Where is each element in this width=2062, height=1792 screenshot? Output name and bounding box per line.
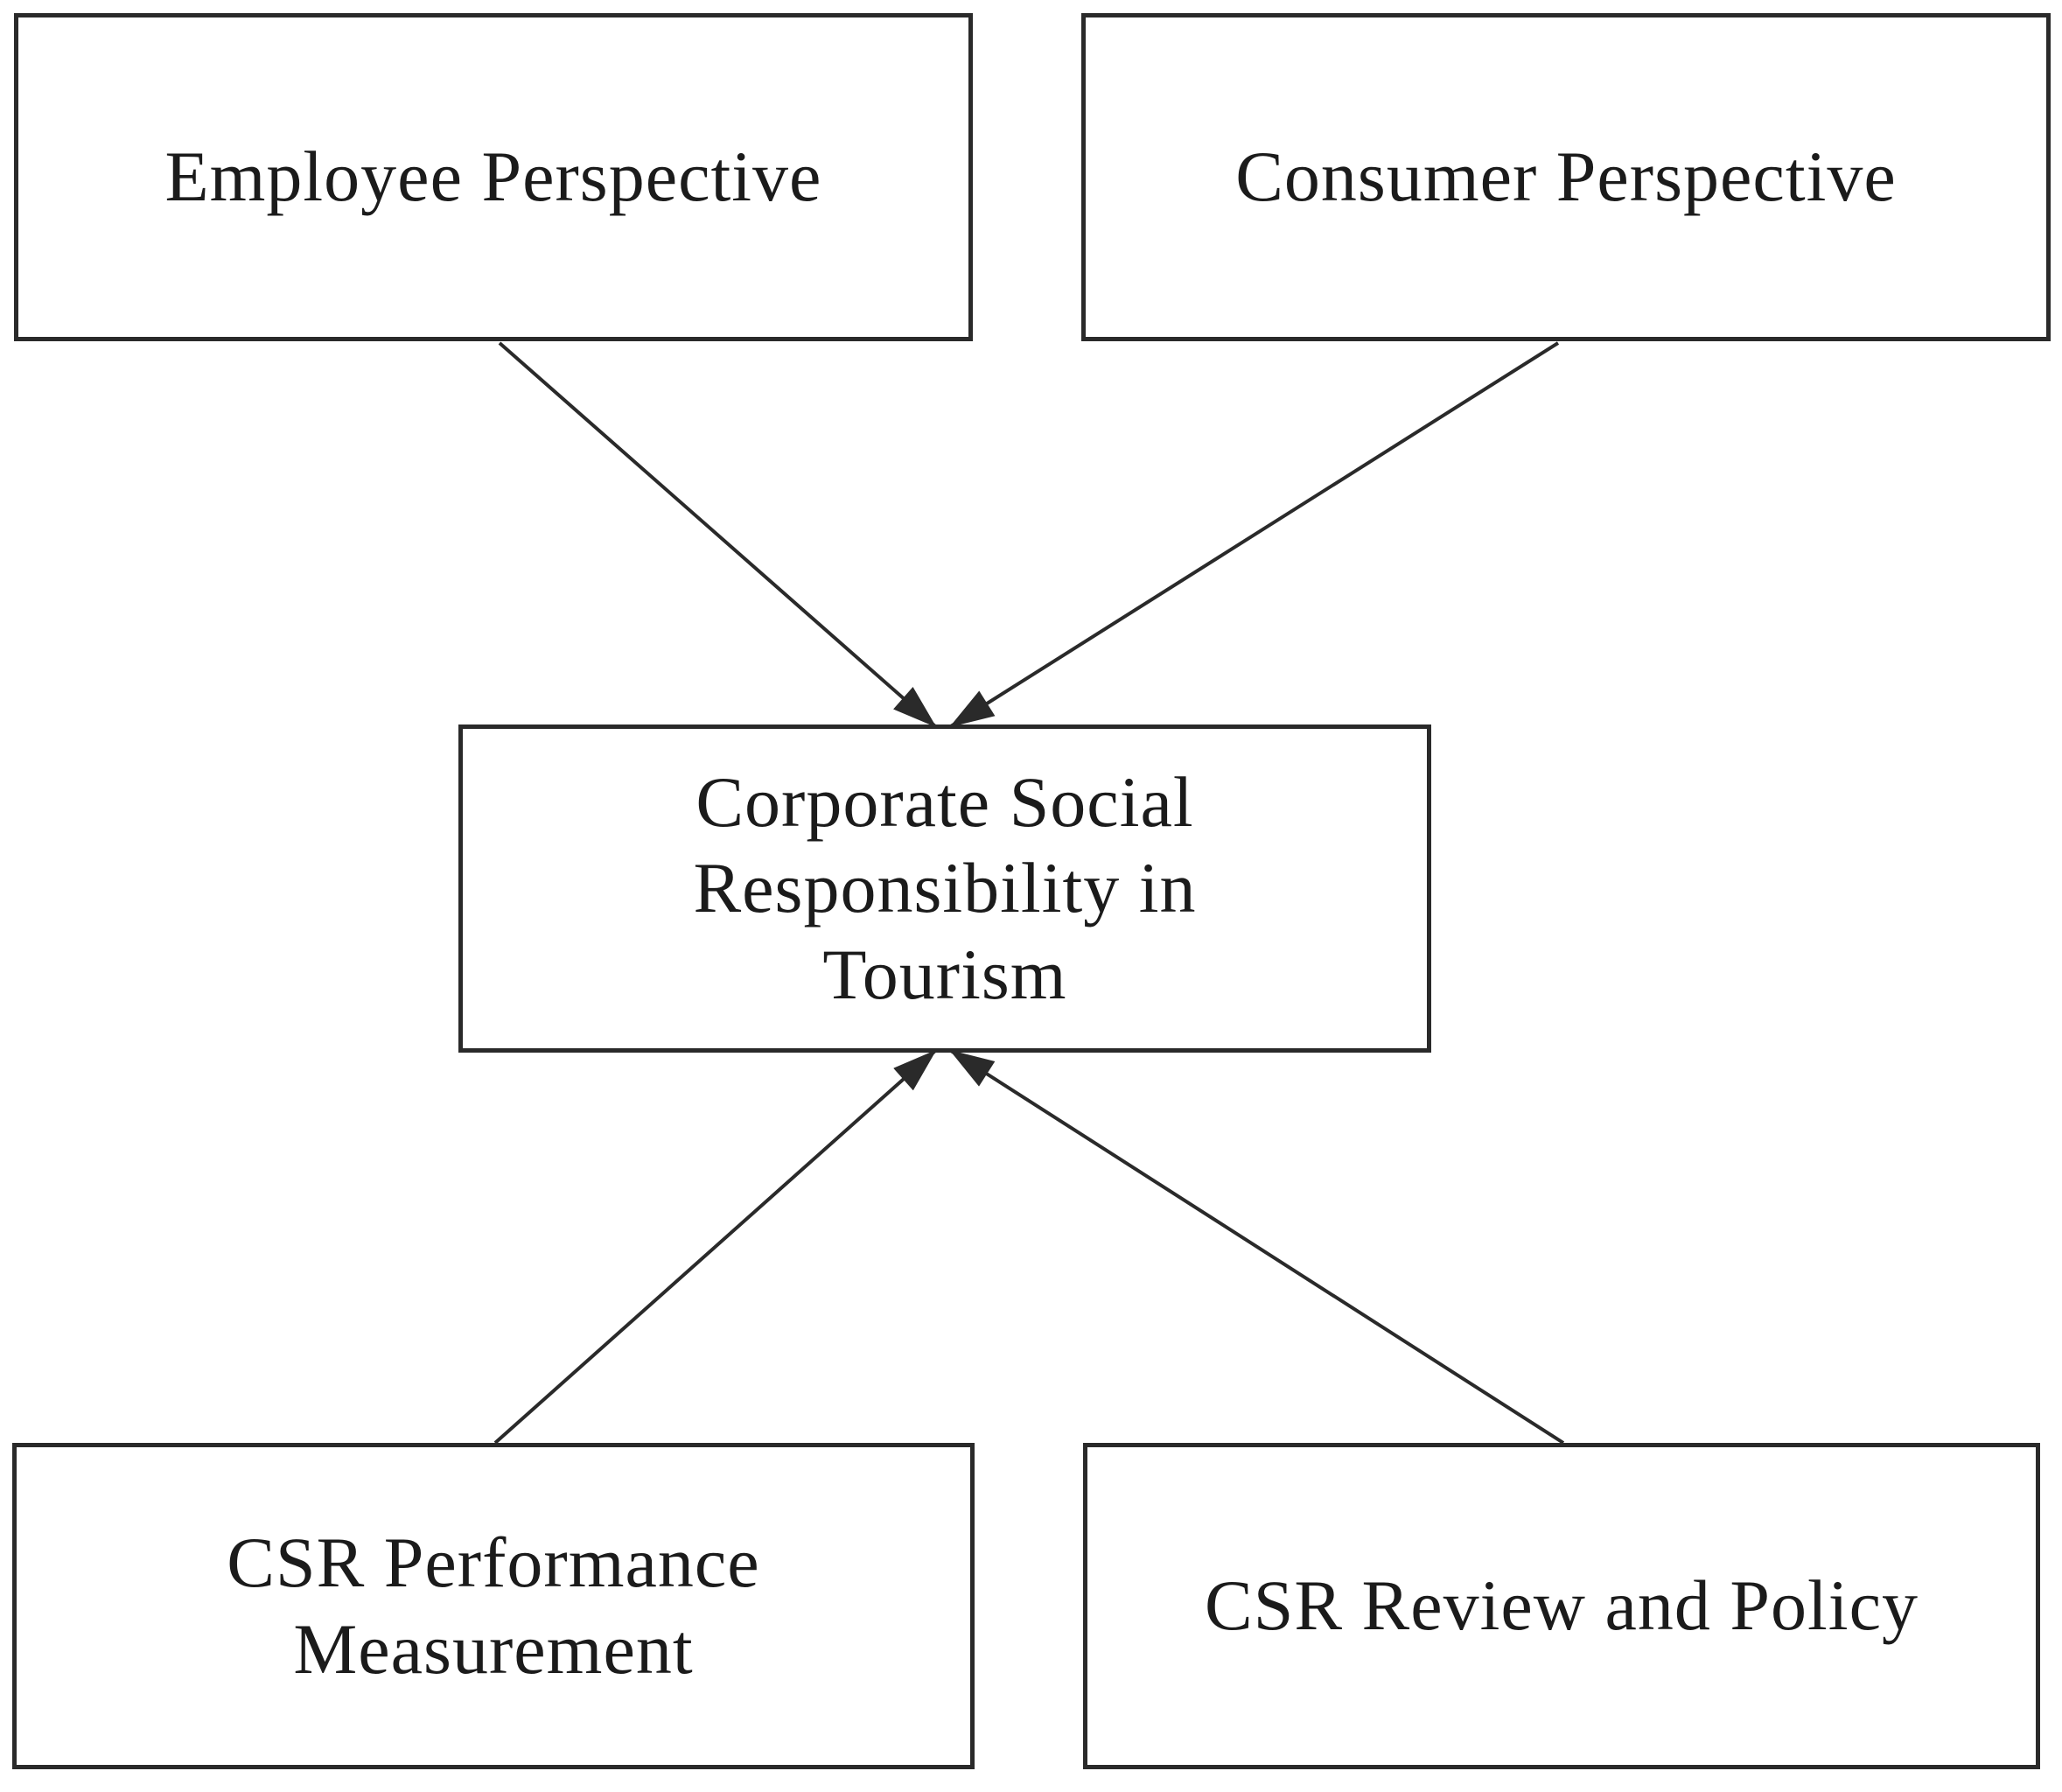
node-csr-in-tourism-label: Corporate Social Responsibility in Touri… bbox=[693, 761, 1197, 1014]
arrow-performance-to-csr bbox=[493, 1049, 937, 1445]
arrow-employee-to-csr bbox=[498, 341, 937, 728]
node-employee-label: Employee Perspective bbox=[164, 136, 822, 217]
node-csr-review-and-policy: CSR Review and Policy bbox=[1083, 1443, 2040, 1769]
arrow-consumer-to-csr bbox=[949, 341, 1560, 728]
node-employee-perspective: Employee Perspective bbox=[14, 13, 973, 341]
node-consumer-perspective: Consumer Perspective bbox=[1081, 13, 2051, 341]
arrow-review-to-csr bbox=[949, 1049, 1565, 1445]
node-csr-review-and-policy-label: CSR Review and Policy bbox=[1205, 1565, 1919, 1646]
node-csr-in-tourism: Corporate Social Responsibility in Touri… bbox=[458, 724, 1431, 1053]
node-consumer-label: Consumer Perspective bbox=[1235, 136, 1897, 217]
node-csr-performance-measurement-label: CSR Performance Measurement bbox=[227, 1522, 760, 1689]
node-csr-performance-measurement: CSR Performance Measurement bbox=[12, 1443, 975, 1769]
